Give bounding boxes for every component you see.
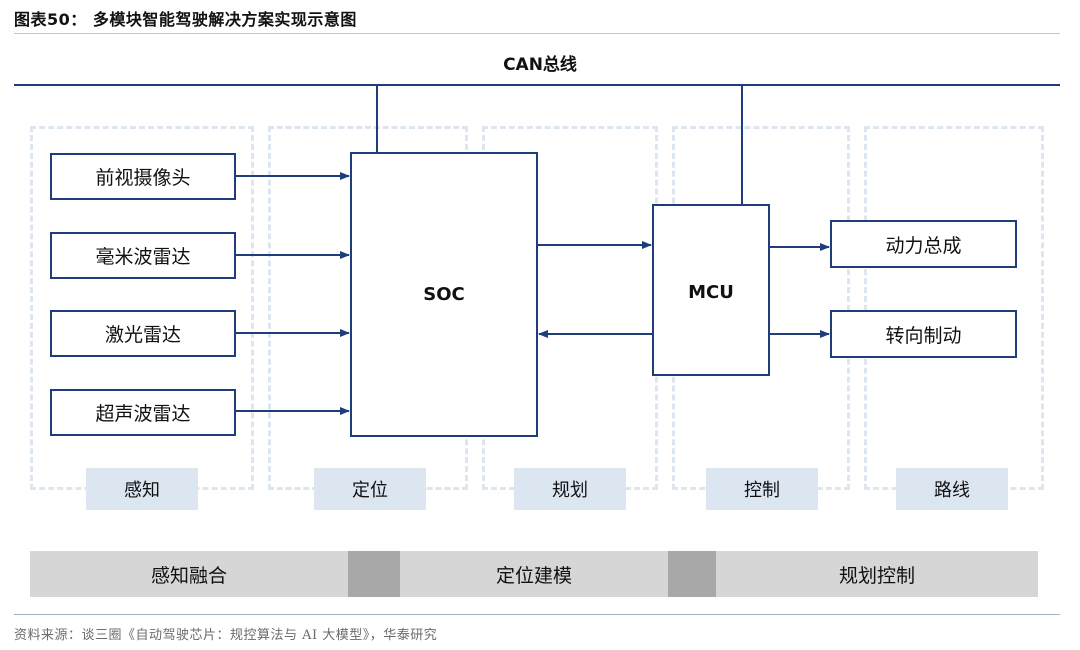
can-bus-line bbox=[14, 84, 1060, 86]
sensor-label: 前视摄像头 bbox=[95, 167, 191, 189]
stage-separator bbox=[348, 551, 400, 597]
sensor-mmwave-radar: 毫米波雷达 bbox=[50, 232, 236, 279]
sensor-label: 激光雷达 bbox=[104, 324, 181, 346]
panel-label-route: 路线 bbox=[896, 468, 1008, 510]
panel-label-perception: 感知 bbox=[86, 468, 198, 510]
sensor-label: 超声波雷达 bbox=[95, 403, 191, 425]
mcu-label: MCU bbox=[688, 282, 734, 303]
footer-divider bbox=[14, 614, 1060, 615]
mcu-block: MCU bbox=[652, 204, 770, 376]
stage-perception-fusion: 感知融合 bbox=[30, 551, 348, 597]
panel-label-planning: 规划 bbox=[514, 468, 626, 510]
actuator-steering-braking: 转向制动 bbox=[830, 310, 1017, 358]
stage-separator bbox=[668, 551, 716, 597]
sensor-front-camera: 前视摄像头 bbox=[50, 153, 236, 200]
actuator-powertrain: 动力总成 bbox=[830, 220, 1017, 268]
actuator-label: 转向制动 bbox=[885, 324, 962, 347]
figure-title: 图表50： 多模块智能驾驶解决方案实现示意图 bbox=[14, 10, 357, 29]
sensor-lidar: 激光雷达 bbox=[50, 310, 236, 357]
stage-localization-modeling: 定位建模 bbox=[400, 551, 668, 597]
soc-label: SOC bbox=[423, 284, 465, 305]
stage-planning-control: 规划控制 bbox=[716, 551, 1038, 597]
soc-block: SOC bbox=[350, 152, 538, 437]
panel-label-localization: 定位 bbox=[314, 468, 426, 510]
panel-label-control: 控制 bbox=[706, 468, 818, 510]
can-bus-label: CAN总线 bbox=[503, 55, 577, 75]
title-divider bbox=[14, 33, 1060, 34]
source-note: 资料来源：谈三圈《自动驾驶芯片：规控算法与 AI 大模型》，华泰研究 bbox=[14, 628, 438, 643]
actuator-label: 动力总成 bbox=[885, 234, 962, 257]
sensor-ultrasonic-radar: 超声波雷达 bbox=[50, 389, 236, 436]
sensor-label: 毫米波雷达 bbox=[95, 246, 191, 268]
